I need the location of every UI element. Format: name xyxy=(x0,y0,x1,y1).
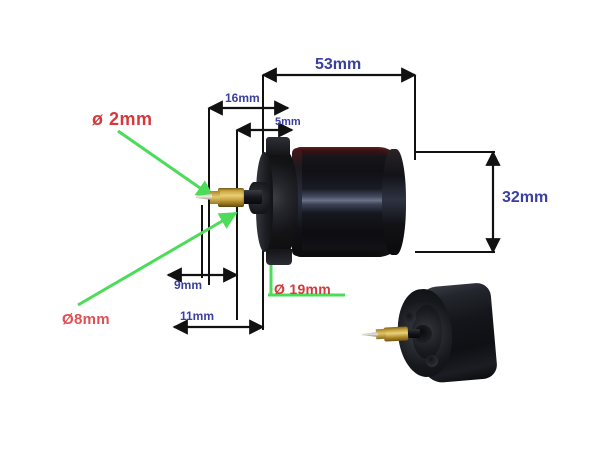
callout-label-flange-diameter: Ø 19mm xyxy=(274,281,332,297)
dimension-label-53mm: 53mm xyxy=(315,56,362,73)
leader-collar-diameter xyxy=(77,211,238,307)
dimension-label-9mm: 9mm xyxy=(174,278,203,292)
dimension-label-32mm: 32mm xyxy=(502,189,549,206)
inset-mount-hole-top xyxy=(404,311,416,324)
dimension-label-5mm: 5mm xyxy=(275,116,301,128)
inset-mount-hole-bottom xyxy=(426,355,438,367)
leader-pin-diameter xyxy=(117,129,215,199)
inset-brass-collar xyxy=(383,326,409,342)
motor-flange-tab-top xyxy=(266,137,290,155)
dimension-label-16mm: 16mm xyxy=(225,91,260,105)
motor-steel-pin xyxy=(196,194,212,200)
motor-detail-view xyxy=(362,281,499,385)
inset-steel-pin xyxy=(362,332,378,337)
motor-brass-collar-step xyxy=(210,191,220,204)
motor-brass-collar xyxy=(218,188,244,207)
callout-label-pin-diameter: ø 2mm xyxy=(92,109,153,129)
motor-shaft-black xyxy=(240,190,262,204)
dimension-label-11mm: 11mm xyxy=(180,309,215,323)
inset-shaft-black xyxy=(406,329,420,338)
motor-side-view xyxy=(196,137,412,265)
motor-rear-cap xyxy=(382,149,406,255)
motor-flange-tab-bottom xyxy=(266,249,292,265)
callout-label-collar-diameter: Ø8mm xyxy=(62,311,110,328)
